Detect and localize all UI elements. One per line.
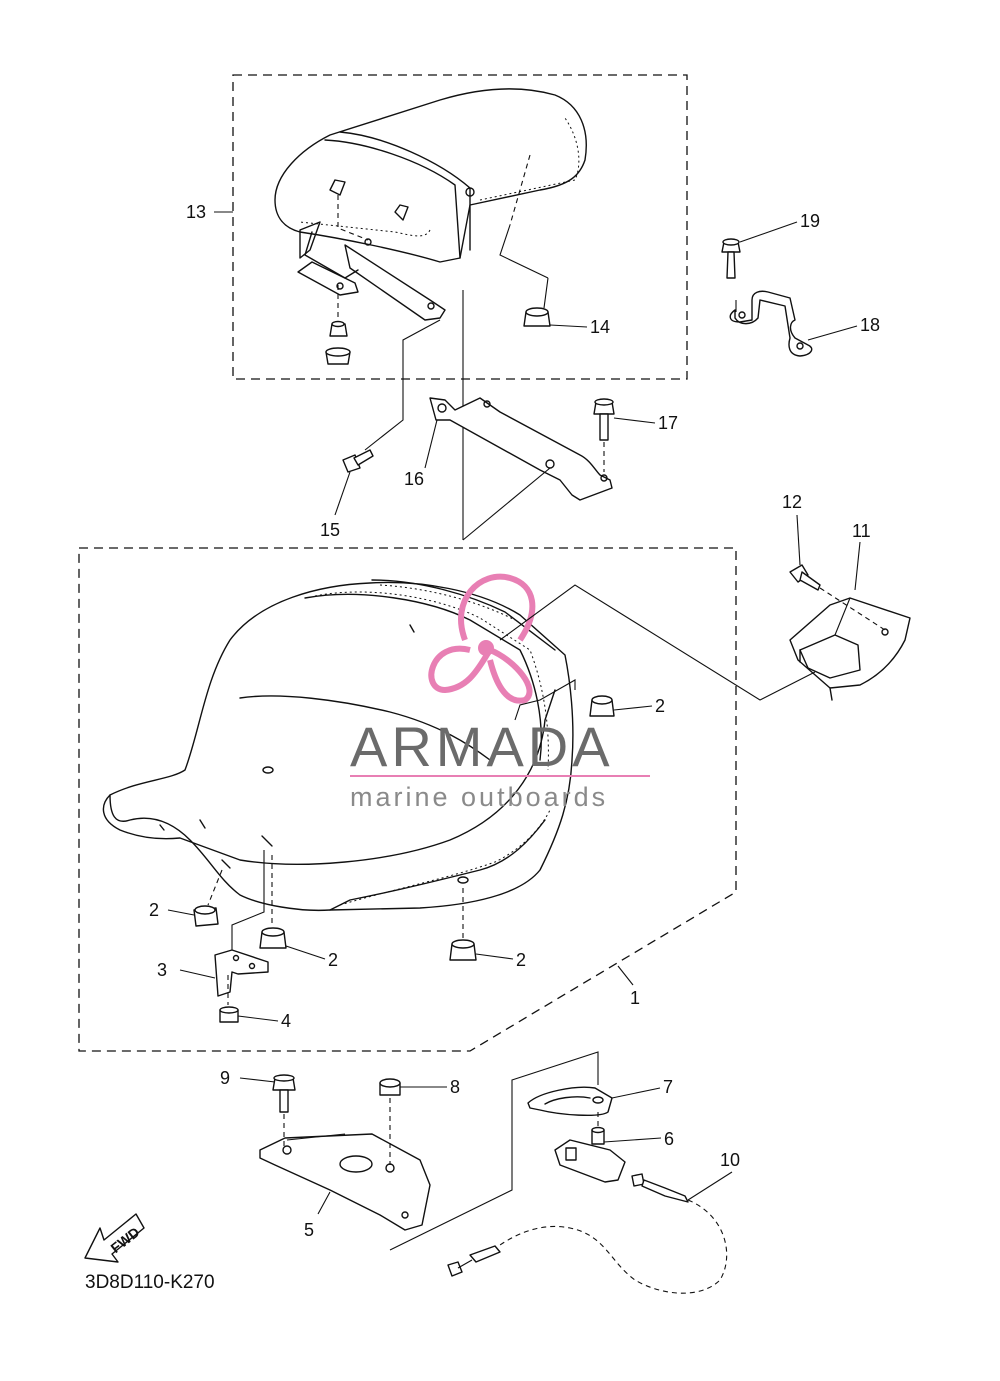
callout-2-center: 2 bbox=[328, 950, 338, 970]
callout-4: 4 bbox=[281, 1011, 291, 1031]
lock-plate-7 bbox=[527, 1086, 613, 1116]
callout-2-left: 2 bbox=[149, 900, 159, 920]
damper-2 bbox=[259, 855, 326, 960]
callout-1: 1 bbox=[630, 988, 640, 1008]
bolt-19 bbox=[721, 238, 741, 312]
cable-10 bbox=[447, 1173, 728, 1294]
passenger-seat-nut bbox=[325, 320, 351, 365]
damper-2 bbox=[514, 679, 653, 721]
callout-10: 10 bbox=[720, 1150, 740, 1170]
leader-line bbox=[462, 467, 551, 541]
callout-9: 9 bbox=[220, 1068, 230, 1088]
callout-15: 15 bbox=[320, 520, 340, 540]
callout-2-upper: 2 bbox=[655, 696, 665, 716]
callout-5: 5 bbox=[304, 1220, 314, 1240]
fwd-arrow-icon bbox=[84, 1213, 145, 1263]
callout-11: 11 bbox=[852, 521, 871, 541]
bracket-18 bbox=[729, 290, 813, 357]
leader-line bbox=[389, 1051, 599, 1251]
watermark-title: ARMADA bbox=[350, 715, 614, 778]
callout-14: 14 bbox=[590, 317, 610, 337]
watermark-subtitle: marine outboards bbox=[350, 782, 608, 812]
bolt-12 bbox=[789, 564, 886, 631]
callout-13: 13 bbox=[186, 202, 206, 222]
callout-8: 8 bbox=[450, 1077, 460, 1097]
leader-line bbox=[499, 584, 816, 701]
leader-line bbox=[364, 319, 441, 451]
callout-19: 19 bbox=[800, 211, 820, 231]
callout-17: 17 bbox=[658, 413, 678, 433]
callout-2-right: 2 bbox=[516, 950, 526, 970]
bracket-16 bbox=[429, 397, 613, 501]
callout-3: 3 bbox=[157, 960, 167, 980]
callout-7: 7 bbox=[663, 1077, 673, 1097]
passenger-seat bbox=[274, 88, 587, 321]
callout-16: 16 bbox=[404, 469, 424, 489]
lock-6 bbox=[554, 1112, 626, 1183]
nut-4 bbox=[219, 1006, 239, 1023]
nut-8 bbox=[379, 1078, 401, 1165]
damper-2 bbox=[167, 869, 223, 927]
bracket-3 bbox=[214, 850, 269, 1005]
group-box-rider-seat bbox=[78, 547, 737, 1052]
diagram-code: 3D8D110-K270 bbox=[85, 1272, 215, 1293]
bolt-15 bbox=[342, 449, 374, 473]
rider-seat bbox=[102, 579, 574, 912]
callout-18: 18 bbox=[860, 315, 880, 335]
callout-6: 6 bbox=[664, 1129, 674, 1149]
group-box-passenger-seat bbox=[232, 74, 688, 380]
plate-5 bbox=[259, 1133, 431, 1231]
damper-2 bbox=[449, 888, 514, 961]
damper-14 bbox=[523, 277, 588, 328]
bolt-17 bbox=[593, 398, 615, 472]
callout-12: 12 bbox=[782, 492, 802, 512]
hook-11 bbox=[789, 597, 911, 701]
armada-logo bbox=[350, 573, 650, 777]
bolt-9 bbox=[272, 1074, 296, 1148]
